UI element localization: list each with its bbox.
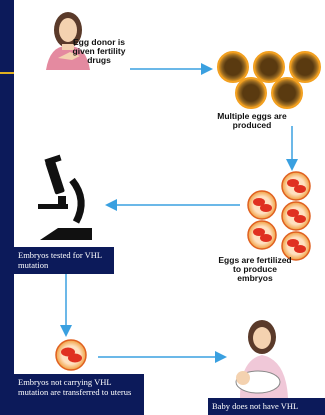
- egg-donor-woman-illustration: [46, 12, 90, 70]
- mother-with-baby-illustration: [235, 320, 288, 398]
- step-eggs-label: Multiple eggs are produced: [217, 111, 287, 130]
- step-baby-box: Baby does not have VHL: [208, 398, 325, 415]
- flow-arrows: [60, 63, 298, 363]
- step-fertilized-label: Eggs are fertilized to produce embryos: [218, 255, 292, 283]
- embryos-illustration: [247, 171, 311, 261]
- eggs-illustration: [217, 51, 321, 109]
- step-transferred-box: Embryos not carrying VHL mutation are tr…: [14, 374, 144, 415]
- transferred-embryo-illustration: [55, 339, 87, 371]
- step-tested-box: Embryos tested for VHL mutation: [14, 247, 114, 274]
- microscope-icon: [38, 154, 92, 240]
- step-donor-label: Egg donor is given fertility drugs: [72, 37, 126, 65]
